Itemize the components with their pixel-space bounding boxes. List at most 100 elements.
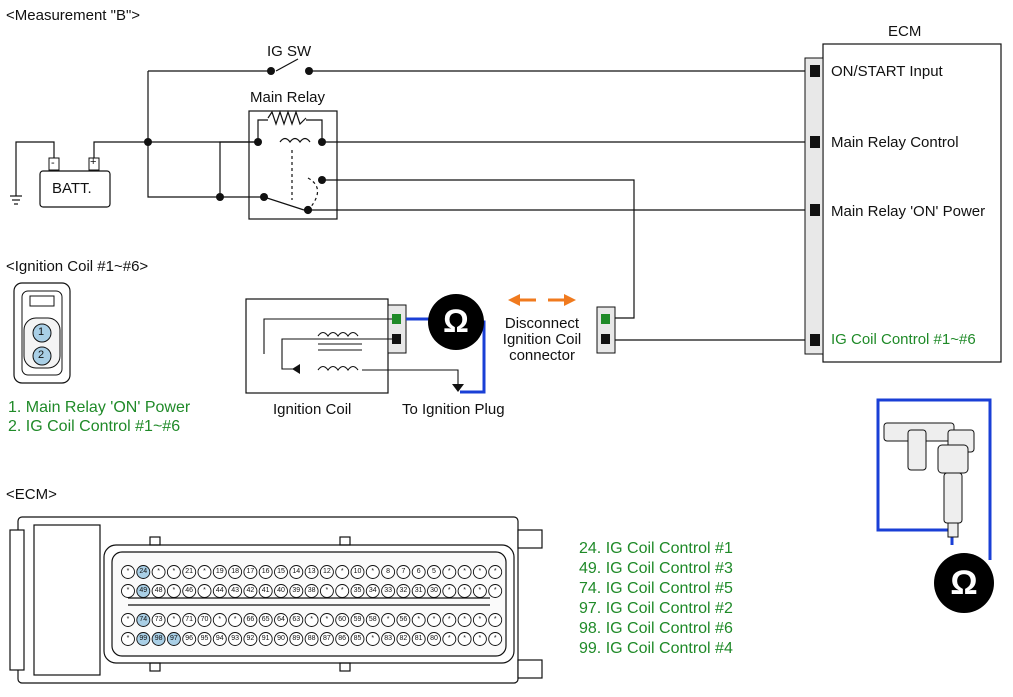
ecm-pin-label: 99 — [139, 635, 148, 642]
ig-sw-wire — [147, 71, 220, 198]
ecm-pin-0-3 — [166, 565, 181, 579]
ecm-pin-label: * — [493, 568, 497, 575]
ecm-pin-label: 64 — [277, 616, 285, 623]
ecm-pin-1-21 — [442, 584, 457, 598]
ecm-pin-3-10 — [274, 632, 288, 646]
ecm-pin-1-16 — [365, 584, 380, 598]
ignition-coil-box — [245, 298, 389, 394]
ecm-pin-3-19 — [411, 632, 426, 646]
ecm-pin-1-3 — [166, 584, 181, 598]
ecm-pin-label: 30 — [430, 587, 438, 594]
ecm-list-98: 98. IG Coil Control #6 — [579, 620, 733, 637]
ecm-list-49: 49. IG Coil Control #3 — [579, 560, 733, 577]
ecm-pin-0-2 — [151, 565, 166, 579]
coil-pin-number-1: 1 — [38, 326, 45, 338]
ecm-pin-3-16 — [365, 632, 380, 646]
ecm-pin-0-19 — [411, 565, 426, 579]
ecm-pin-label: * — [463, 635, 466, 642]
ecm-pin-label: * — [172, 587, 176, 594]
coil-pin-1: 1. Main Relay 'ON' Power — [8, 399, 191, 416]
ecm-pin-label: * — [233, 616, 237, 623]
ecm-pin-1-5 — [197, 584, 212, 598]
ecm-pin-3-6 — [212, 632, 227, 646]
ecm-pin-3-7 — [228, 632, 243, 646]
ecm-pin-0-18 — [396, 565, 411, 579]
ig-sw-contact — [275, 58, 299, 72]
ecm-pin-0-1 — [136, 565, 151, 579]
ecm-pin-label: 43 — [231, 587, 239, 594]
ecm-pin-label: 63 — [292, 616, 301, 623]
battery-label: BATT. — [52, 180, 92, 197]
ecm-pin-0-4 — [182, 565, 197, 579]
ecm-pin-2-20 — [427, 613, 441, 627]
ecm-pin-label: 39 — [292, 587, 301, 594]
ecm-pin-label: 74 — [139, 616, 148, 623]
ecm-pin-label: * — [371, 635, 375, 642]
ecm-pin-label: 90 — [277, 635, 285, 642]
batt-plus-wire — [93, 141, 258, 163]
ecm-pin-2-1 — [136, 613, 151, 627]
main-relay-label: Main Relay — [250, 89, 326, 106]
ecm-pin-label: 10 — [353, 568, 362, 575]
ecm-pin-label: 46 — [185, 587, 194, 594]
ecm-pin-label: * — [371, 568, 375, 575]
disconnect-label-3: connector — [509, 347, 575, 364]
ecm-pin-label: 14 — [292, 568, 301, 575]
ecm-pin-label: * — [432, 616, 436, 623]
ecm-pin-1-15 — [350, 584, 365, 598]
ecm-pin-label: * — [203, 587, 206, 594]
ecm-pin-1-9 — [258, 584, 273, 598]
ecm-pin-label: 40 — [277, 587, 285, 594]
ecm-pin-label: 34 — [368, 587, 377, 594]
ignition-coil-label: Ignition Coil — [273, 401, 352, 418]
ecm-pin-label: 83 — [384, 635, 392, 642]
ecm-pin-1-17 — [381, 584, 396, 598]
ecm-pin-label: 35 — [353, 587, 362, 594]
ecm-pin-2-14 — [335, 613, 350, 627]
ecm-pin-label: 94 — [215, 635, 224, 642]
ecm-pin-label: 5 — [432, 568, 436, 575]
ecm-pin-2-22 — [457, 613, 472, 627]
ecm-pin-label: * — [493, 635, 497, 642]
disconnect-label-1: Disconnect — [504, 315, 580, 332]
ecm-pin-2-19 — [411, 613, 426, 627]
ecm-pin-2-4 — [182, 613, 197, 627]
ecm-pin-3-24 — [488, 632, 503, 646]
coil-pin-number-2: 2 — [38, 349, 45, 361]
ecm-pin-label: * — [493, 587, 497, 594]
ecm-pin-0-12 — [304, 565, 319, 579]
ecm-pin-2-13 — [319, 613, 334, 627]
ecm-pin-3-4 — [182, 632, 197, 646]
battery-plus-label: + — [90, 156, 97, 168]
ignition-coil-drawing — [883, 422, 975, 538]
ecm-pin-2-17 — [381, 613, 396, 627]
ecm-pin-1-1 — [136, 584, 151, 598]
ecm-list-74: 74. IG Coil Control #5 — [579, 580, 733, 597]
junction-dots — [144, 67, 326, 201]
wiring-lines — [10, 58, 813, 341]
ecm-pin-label: 19 — [215, 568, 224, 575]
to-plug-label: To Ignition Plug — [402, 401, 505, 418]
ecm-pin-label: 44 — [215, 587, 224, 594]
ecm-pin-1-0 — [121, 584, 135, 598]
ecm-pin-2-18 — [396, 613, 411, 627]
ecm-pin-label: 33 — [384, 587, 392, 594]
ecm-pin-label: 48 — [154, 587, 163, 594]
ecm-pin-label: 17 — [246, 568, 255, 575]
ecm-pin-2-7 — [228, 613, 243, 627]
ecm-pin-label: * — [340, 587, 344, 594]
ecm-pin-label: 60 — [338, 616, 347, 623]
ecm-pin-0-21 — [442, 565, 457, 579]
ecm-pin-2-9 — [258, 613, 273, 627]
ecm-pin-0-9 — [258, 565, 273, 579]
ecm-pin-label: 91 — [261, 635, 270, 642]
ecm-pin-1-2 — [151, 584, 166, 598]
ecm-pin-3-18 — [396, 632, 411, 646]
ecm-pin-label: * — [126, 635, 130, 642]
ecm-pin-2-23 — [472, 613, 487, 627]
ecm-pin-3-20 — [427, 632, 441, 646]
ecm-pin-0-0 — [121, 565, 135, 579]
ecm-pin-label: * — [203, 568, 206, 575]
ecm-pin-2-2 — [151, 613, 166, 627]
